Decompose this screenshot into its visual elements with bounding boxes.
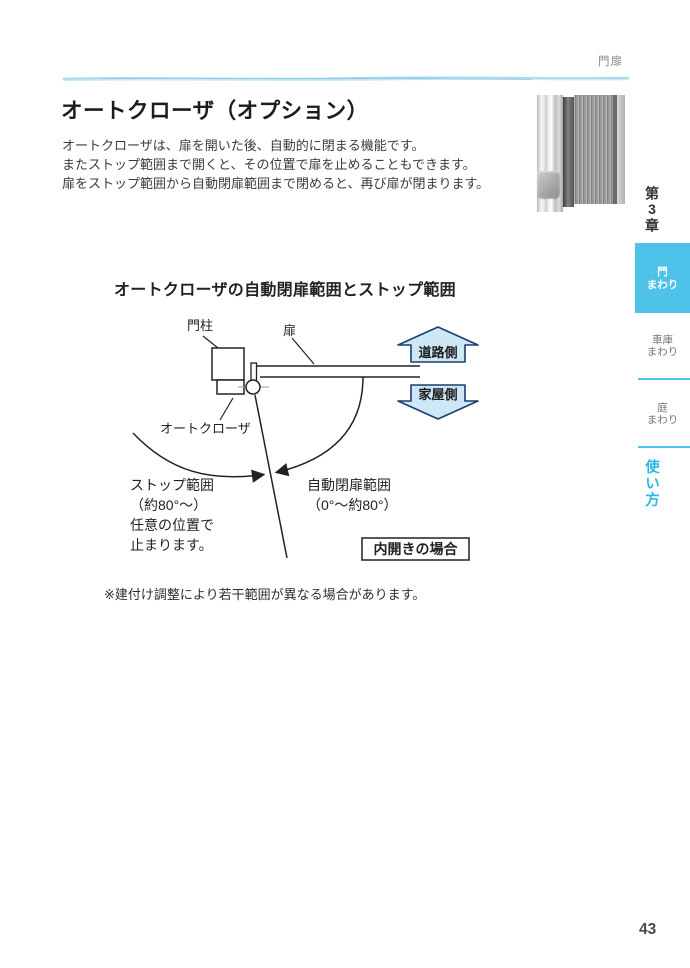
case-label-box xyxy=(361,537,470,561)
intro-line: 扉をストップ範囲から自動閉扉範囲まで閉めると、再び扉が閉まります。 xyxy=(62,176,490,191)
intro-line: オートクローザは、扉を開いた後、自動的に閉まる機能です。 xyxy=(62,138,425,153)
auto-close-range-text: （0°～約80°） xyxy=(307,497,398,513)
photo-door-panel xyxy=(574,95,613,204)
diagram-pivot-circle xyxy=(245,379,261,395)
sidebar-divider xyxy=(638,446,690,448)
diagram-hinge-plate xyxy=(250,362,258,382)
tab-label-line: まわり xyxy=(646,414,679,426)
closing-range-diagram: 門柱 扉 オートクローザ 道路側 家屋側 ストップ範囲 （約80°～） 任意の位… xyxy=(130,318,479,561)
sidebar-tab-garage[interactable]: 車庫 まわり xyxy=(635,334,690,358)
photo-door-frame xyxy=(613,95,617,204)
sidebar-tab-gate[interactable]: 門 まわり xyxy=(635,243,690,313)
label-auto-closer: オートクローザ xyxy=(160,421,251,436)
stop-range-text: ストップ範囲 xyxy=(130,477,214,493)
page-title: オートクローザ（オプション） xyxy=(61,99,369,123)
auto-close-range-text: 自動閉扉範囲 xyxy=(307,477,391,493)
diagram-door-open-line xyxy=(254,394,288,559)
label-road-side: 道路側 xyxy=(418,345,457,360)
leader-auto-closer xyxy=(219,397,234,421)
stop-range-text: （約80°～） xyxy=(130,497,207,513)
photo-hinge-strip xyxy=(563,97,574,207)
leader-door xyxy=(291,337,315,365)
label-gate-post: 門柱 xyxy=(187,318,213,333)
chapter-label: 第3章 xyxy=(644,186,660,233)
house-side-arrow xyxy=(397,384,479,420)
stop-range-text: 止まります。 xyxy=(130,537,213,553)
tab-label-line: まわり xyxy=(646,346,679,358)
page-number: 43 xyxy=(639,921,657,938)
label-house-side: 家屋側 xyxy=(418,387,457,402)
brush-divider xyxy=(62,76,630,82)
tab-label-line: 車庫 xyxy=(652,334,673,346)
gate-closer-photo xyxy=(537,95,625,212)
leader-gate-post xyxy=(202,335,219,349)
sidebar-tab-garden[interactable]: 庭 まわり xyxy=(635,402,690,426)
diagram-heading: オートクローザの自動閉扉範囲とストップ範囲 xyxy=(114,282,456,299)
intro-paragraph: オートクローザは、扉を開いた後、自動的に閉まる機能です。 またストップ範囲まで開… xyxy=(62,136,489,193)
sidebar-usage-label: 使い方 xyxy=(643,459,659,509)
stop-range-text: 任意の位置で xyxy=(130,517,214,533)
intro-line: またストップ範囲まで開くと、その位置で扉を止めることもできます。 xyxy=(62,157,476,172)
photo-door-edge xyxy=(617,95,625,204)
diagram-auto-close-arc xyxy=(274,376,364,477)
case-label: 内開きの場合 xyxy=(374,541,459,557)
diagram-gate-post xyxy=(211,347,245,381)
tab-label-line: 庭 xyxy=(657,402,668,414)
diagram-stop-range-arc xyxy=(132,432,266,483)
adjustment-note: ※建付け調整により若干範囲が異なる場合があります。 xyxy=(104,587,426,602)
tab-label-line: 門 xyxy=(657,265,668,278)
sidebar-divider xyxy=(638,378,690,380)
section-header-label: 門扉 xyxy=(598,56,623,68)
tab-label-line: まわり xyxy=(646,278,679,291)
road-side-arrow xyxy=(397,326,479,363)
label-door: 扉 xyxy=(283,323,296,338)
photo-auto-closer-device xyxy=(537,171,560,198)
